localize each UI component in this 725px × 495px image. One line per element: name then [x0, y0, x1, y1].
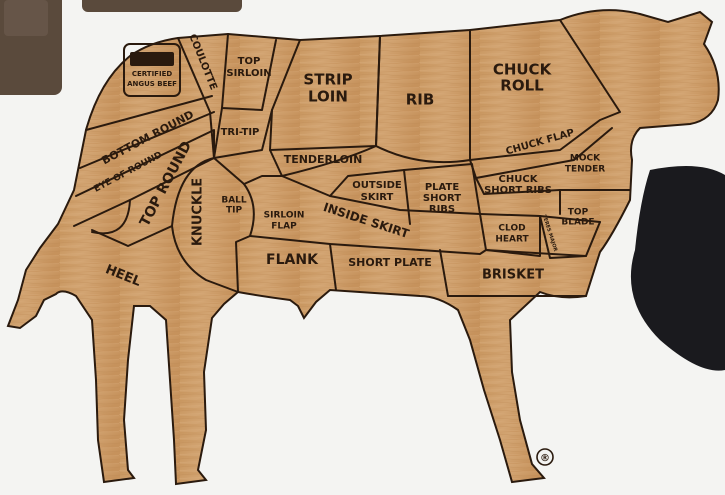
tray [82, 0, 242, 12]
label-strip-loin-2: LOIN [308, 88, 348, 106]
label-clod-heart-1: CLOD [498, 224, 525, 234]
logo-line-1: CERTIFIED [132, 70, 173, 78]
label-strip-loin-1: STRIP [303, 71, 352, 89]
label-outside-skirt-2: SKIRT [361, 192, 394, 203]
label-brisket: BRISKET [482, 268, 544, 283]
label-tri-tip: TRI-TIP [221, 127, 260, 138]
label-ball-tip-1: BALL [221, 196, 247, 206]
label-tenderloin: TENDERLOIN [284, 153, 363, 166]
label-sirloin-flap-2: FLAP [271, 222, 297, 232]
label-chuck-short-ribs-2: SHORT RIBS [484, 185, 552, 196]
label-short-plate: SHORT PLATE [348, 256, 432, 269]
logo-line-2: ANGUS BEEF [127, 80, 177, 88]
registered-mark: ® [537, 449, 553, 465]
label-top-blade-1: TOP [568, 208, 589, 218]
registered-mark-text: ® [540, 453, 550, 464]
label-plate-short-ribs-1: PLATE [425, 182, 459, 193]
label-knuckle: KNUCKLE [191, 178, 206, 246]
angus-cow-icon [130, 52, 174, 66]
label-chuck-roll-2: ROLL [500, 77, 544, 95]
label-top-sirloin-1: TOP [238, 56, 261, 67]
label-mock-tender-2: TENDER [565, 165, 605, 175]
black-cushion [631, 166, 725, 371]
label-rib: RIB [406, 91, 435, 109]
label-chuck-short-ribs-1: CHUCK [499, 174, 539, 185]
label-clod-heart-2: HEART [495, 235, 529, 245]
label-top-blade-2: BLADE [561, 218, 594, 228]
label-ball-tip-2: TIP [226, 206, 242, 216]
label-plate-short-ribs-3: RIBS [429, 204, 455, 215]
label-plate-short-ribs-2: SHORT [423, 193, 461, 204]
label-top-sirloin-2: SIRLOIN [226, 68, 271, 79]
label-flank: FLANK [266, 252, 319, 268]
label-mock-tender-1: MOCK [570, 154, 601, 164]
label-outside-skirt-1: OUTSIDE [352, 180, 402, 191]
label-sirloin-flap-1: SIRLOIN [264, 211, 305, 221]
